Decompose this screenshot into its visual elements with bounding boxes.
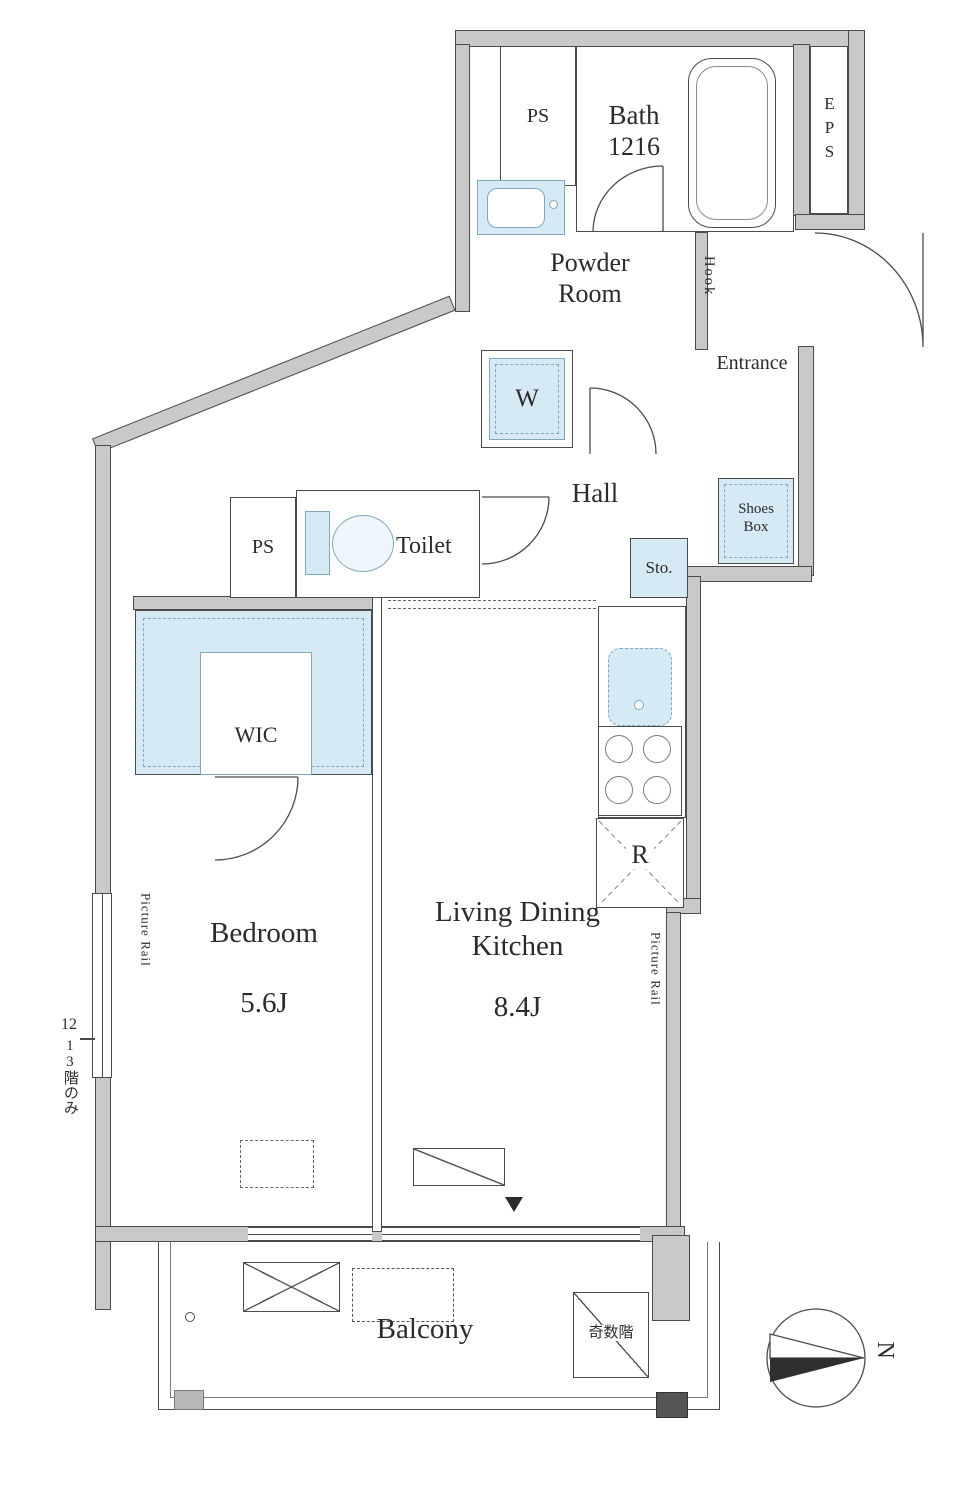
shoes-line1: Shoes [738, 501, 774, 517]
wic-label: WIC [234, 722, 278, 747]
ldk-line1: Living Dining [434, 896, 601, 928]
bedroom-size: 5.6J [240, 987, 288, 1019]
balcony-label: Balcony [376, 1313, 474, 1345]
ldk-size: 8.4J [493, 991, 542, 1023]
balcony-rail-outer [158, 1242, 720, 1410]
floor-note-leader [80, 1038, 95, 1040]
stove-burner [643, 776, 671, 804]
balcony-drain [185, 1312, 195, 1322]
outdoor-unit [243, 1262, 340, 1312]
washing-machine: W [489, 358, 565, 440]
bath-door-arc [592, 165, 664, 233]
bedroom-label: Bedroom [210, 917, 318, 949]
wall-entrance-divider [695, 232, 708, 350]
hook-label: Hook [701, 256, 718, 297]
compass-north-label: N [871, 1341, 898, 1359]
ldk-ceiling-dashed [388, 600, 596, 609]
shoes-line2: Box [743, 518, 769, 535]
shoes-box-label: Shoes Box [719, 501, 793, 536]
refrigerator-letter: R [626, 840, 654, 869]
stove-burner [605, 735, 633, 763]
wall-left-upper [455, 44, 470, 312]
hall-label: Hall [571, 478, 619, 508]
bedroom-door-arc [214, 776, 299, 861]
floor-note-line1: 12 [61, 1016, 77, 1033]
wic-inner [200, 652, 312, 775]
bathtub-inner [696, 66, 768, 220]
window-bedroom [248, 1227, 372, 1241]
compass [766, 1308, 866, 1408]
room-ps-mid: PS [230, 497, 296, 598]
stove-burner [643, 735, 671, 763]
powder-door-arc [589, 387, 657, 455]
shoes-box: Shoes Box [718, 478, 794, 564]
powder-line1: Powder [550, 248, 630, 277]
powder-line2: Room [558, 278, 622, 308]
wall-left-main [95, 445, 111, 1310]
room-eps: EPS [810, 46, 848, 214]
ldk-label: Living Dining Kitchen [390, 895, 645, 963]
room-storage: Sto. [630, 538, 688, 598]
floor-note-line2: 13階のみ [61, 1037, 78, 1115]
balcony-pillar [652, 1235, 690, 1321]
toilet-bowl [332, 515, 394, 572]
wall-entrance-right [798, 346, 814, 576]
bedroom-dashed-box [240, 1140, 314, 1188]
tv-board [413, 1148, 505, 1186]
toilet-tank [305, 511, 330, 575]
bath-size: 1216 [608, 131, 660, 161]
wall-eps-bottom [795, 214, 865, 230]
window-mullion [248, 1234, 372, 1235]
floor-note: 12 13階のみ [50, 1016, 88, 1121]
balcony-access-marker [505, 1197, 523, 1212]
wall-below-shoesbox [686, 566, 812, 582]
washer-label: W [515, 385, 539, 412]
stove-burner [605, 776, 633, 804]
evacuation-hatch [352, 1268, 454, 1322]
window-left [92, 893, 112, 1078]
powder-room-label: Powder Room [500, 248, 680, 309]
window-left-mullion [102, 894, 103, 1077]
window-mullion [382, 1234, 640, 1235]
wall-right-upper [848, 30, 865, 230]
toilet-door-arc [481, 496, 550, 565]
kitchen-sink [608, 648, 672, 726]
balcony-gray-block [174, 1390, 204, 1410]
eps-label: EPS [820, 94, 839, 166]
wall-bath-eps-divider [793, 44, 810, 216]
toilet-label: Toilet [396, 533, 452, 559]
storage-label: Sto. [645, 558, 673, 577]
wall-kitchen-right [686, 576, 701, 914]
wall-diagonal [92, 295, 456, 454]
balcony-rail-inner [170, 1242, 708, 1398]
entrance-door-arc [814, 232, 924, 348]
entrance-label: Entrance [716, 352, 788, 374]
wall-bedroom-ldk [372, 596, 382, 1232]
wall-wic-top [133, 596, 378, 610]
refrigerator-label: R [596, 840, 684, 871]
ps-mid-label: PS [251, 536, 275, 558]
bath-name: Bath [608, 100, 660, 130]
ldk-line2: Kitchen [471, 930, 564, 963]
odd-floor-label: 奇数階 [571, 1325, 651, 1343]
picture-rail-left-label: Picture Rail [138, 893, 154, 967]
bathtub [688, 58, 776, 228]
balcony-dark-block [656, 1392, 688, 1418]
ps-top-label: PS [526, 104, 550, 127]
shoes-box-dashed [724, 484, 788, 558]
kitchen-faucet [634, 700, 644, 710]
bath-label: Bath 1216 [578, 100, 690, 163]
powder-sink-faucet [549, 200, 558, 209]
washer-dashed [495, 364, 559, 434]
room-ps-top: PS [500, 46, 576, 186]
wall-ldk-right [666, 912, 681, 1232]
odd-floor-text: 奇数階 [586, 1325, 636, 1341]
window-ldk [382, 1227, 640, 1241]
picture-rail-right-label: Picture Rail [648, 932, 664, 1006]
powder-sink-basin [487, 188, 545, 228]
